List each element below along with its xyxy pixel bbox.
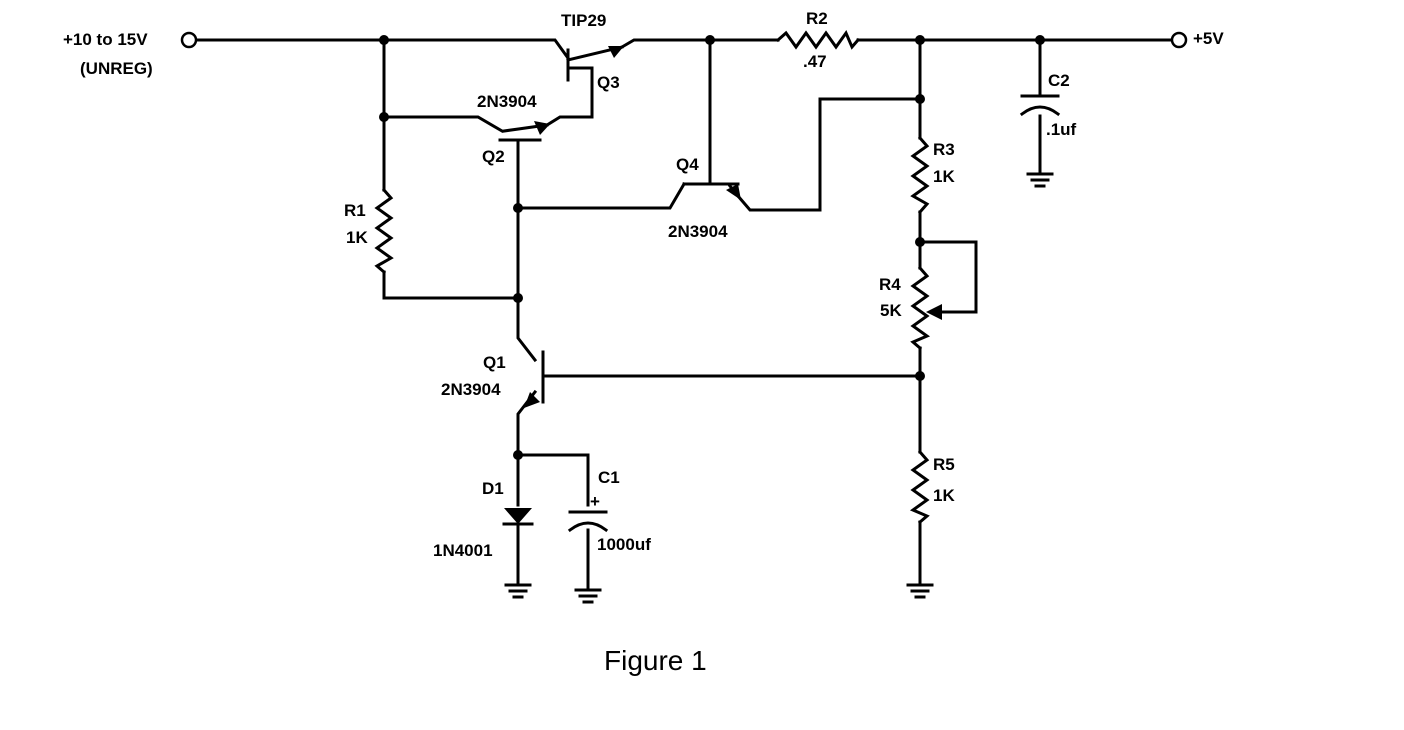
ground-symbol [574,588,602,604]
r1-value-label: 1K [346,228,368,247]
potentiometer-r4 [910,265,942,351]
r3-value-label: 1K [933,167,955,186]
r1-ref-label: R1 [344,201,366,220]
transistor-q1 [524,350,545,408]
r5-ref-label: R5 [933,455,955,474]
c2-ref-label: C2 [1048,71,1070,90]
capacitor-c1 [567,510,609,533]
d1-type-label: 1N4001 [433,541,493,560]
figure-caption: Figure 1 [604,645,707,676]
ground-symbol [1026,172,1054,188]
resistor-r5 [909,449,930,525]
q2-ref-label: Q2 [482,147,505,166]
resistor-r3 [910,135,930,215]
q1-type-label: 2N3904 [441,380,501,399]
transistor-q4 [682,176,741,200]
wires [194,38,1174,590]
capacitor-c2 [1019,94,1061,117]
r5-value-label: 1K [933,486,955,505]
output-terminal [1170,31,1188,49]
input-voltage-label: +10 to 15V [63,30,148,49]
transistor-q2 [498,121,550,142]
input-terminal [180,31,198,49]
r2-value-label: .47 [803,52,827,71]
c2-value-label: .1uf [1046,120,1077,139]
diode-d1 [502,508,534,526]
transistor-q3 [566,45,624,82]
q3-type-label: TIP29 [561,11,606,30]
q4-type-label: 2N3904 [668,222,728,241]
ground-symbol [906,583,934,599]
output-voltage-label: +5V [1193,29,1224,48]
resistor-r2 [775,29,861,50]
r4-value-label: 5K [880,301,902,320]
q1-ref-label: Q1 [483,353,506,372]
c1-polarity-label: + [590,492,600,511]
junction-dots [379,35,1045,460]
q4-ref-label: Q4 [676,155,699,174]
c1-value-label: 1000uf [597,535,651,554]
c1-ref-label: C1 [598,468,620,487]
resistor-r1 [374,187,394,275]
r4-ref-label: R4 [879,275,901,294]
d1-ref-label: D1 [482,479,504,498]
r2-ref-label: R2 [806,9,828,28]
r3-ref-label: R3 [933,140,955,159]
q2-type-label: 2N3904 [477,92,537,111]
input-note-label: (UNREG) [80,59,153,78]
ground-symbol [504,583,532,599]
q3-ref-label: Q3 [597,73,620,92]
